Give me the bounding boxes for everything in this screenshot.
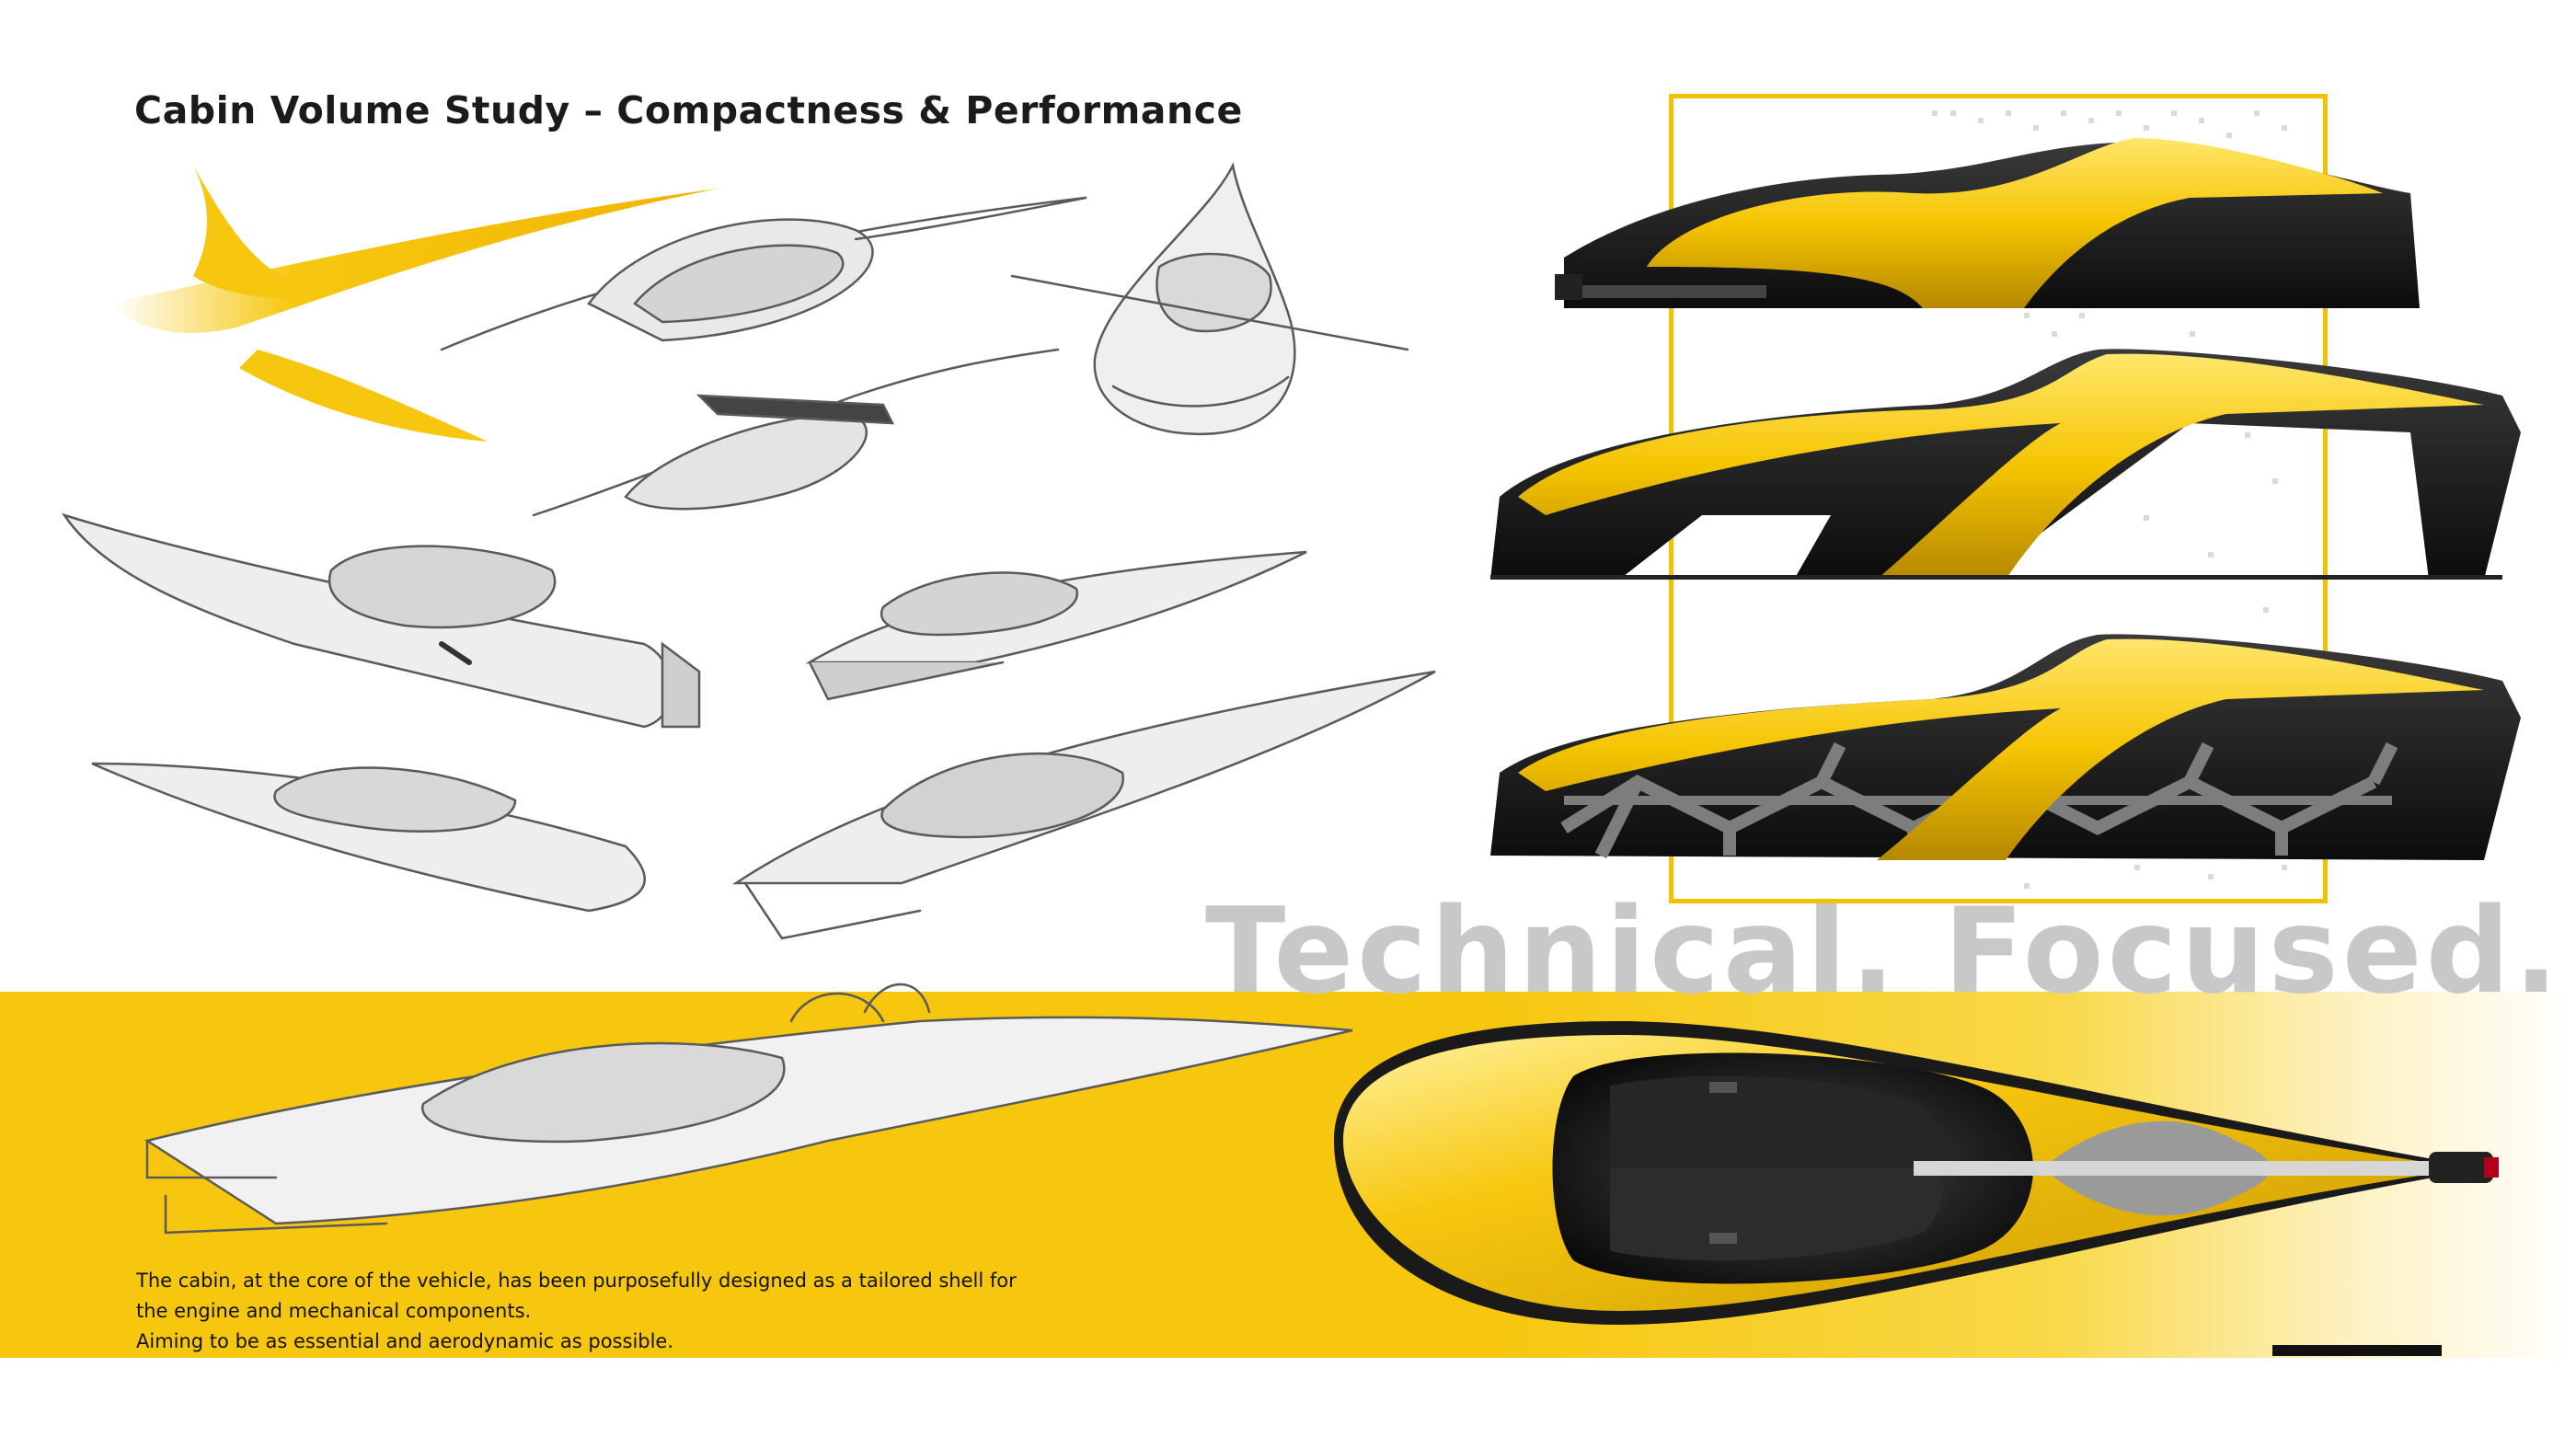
side-render-lattice (1490, 634, 2521, 860)
caption-line: The cabin, at the core of the vehicle, h… (136, 1270, 1017, 1292)
sketch-teardrop (1010, 162, 1409, 436)
sketch-left-angled (62, 512, 701, 729)
side-render-closed (1555, 138, 2420, 308)
sketch-left-lower (91, 762, 646, 913)
caption-line: Aiming to be as essential and aerodynami… (136, 1330, 674, 1352)
sketch-mid-small (532, 348, 1060, 517)
accent-bar (2272, 1345, 2442, 1356)
sketch-bottom-large (144, 983, 1353, 1235)
flame-logo-icon (110, 166, 718, 442)
sketch-right-angled (805, 550, 1307, 701)
concept-sketches (62, 162, 1436, 1235)
page-title: Cabin Volume Study – Compactness & Perfo… (134, 88, 1243, 132)
top-view-render (1334, 1021, 2499, 1325)
caption-line: the engine and mechanical components. (136, 1300, 532, 1322)
caption-text: The cabin, at the core of the vehicle, h… (136, 1266, 1240, 1357)
sketch-right-lower (731, 670, 1436, 940)
sketch-top (440, 196, 1087, 351)
tagline-text: Technical. Focused. (1205, 883, 2562, 1020)
side-render-open (1490, 349, 2521, 580)
